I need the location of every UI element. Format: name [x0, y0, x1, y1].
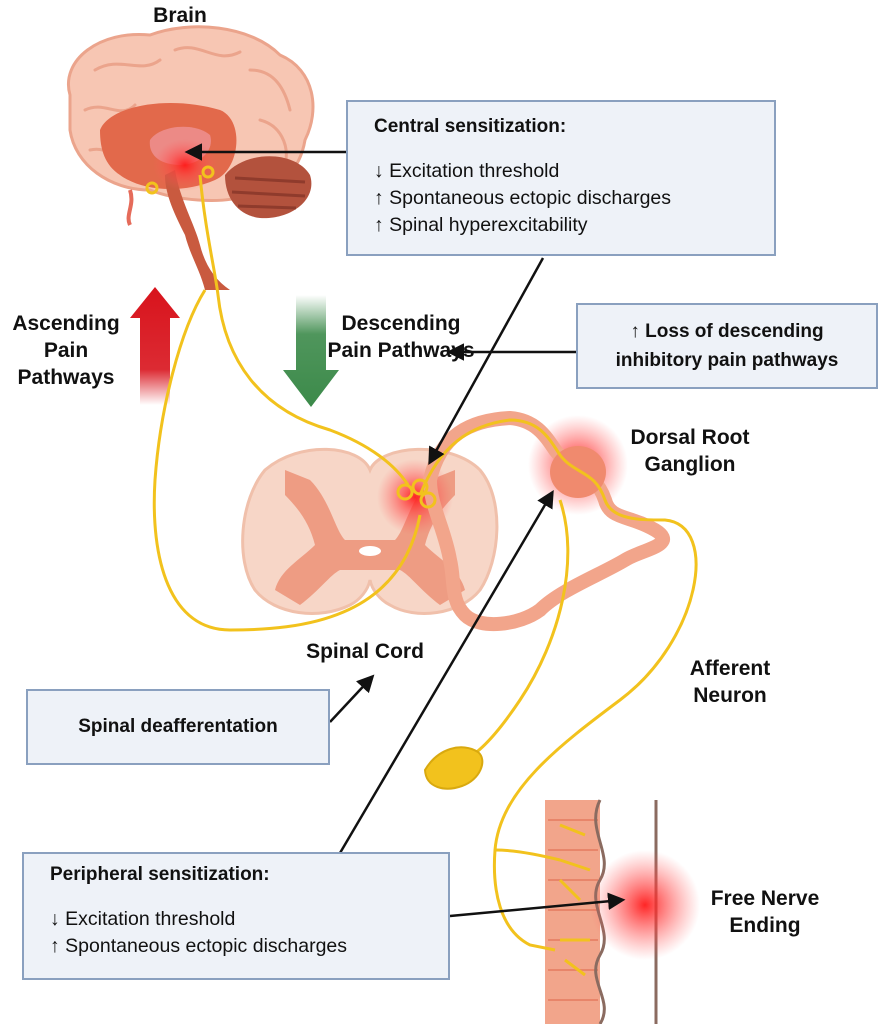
peripheral-line: ↑ Spontaneous ectopic discharges	[50, 935, 348, 957]
peripheral-line: ↓ Excitation threshold	[50, 908, 236, 930]
descending-loss-line: ↑ Loss of descending	[630, 321, 824, 342]
arrow-peripheral-to-drg	[338, 489, 554, 854]
arrow-central-to-spinal	[428, 257, 545, 466]
central-line: ↓ Excitation threshold	[374, 160, 560, 182]
ascending-label: Ascending Pain Pathways	[12, 312, 120, 389]
free-nerve-label: Free Nerve Ending	[710, 887, 820, 937]
ascending-arrow	[130, 287, 180, 405]
central-line: ↑ Spinal hyperexcitability	[374, 214, 588, 236]
central-line: ↑ Spontaneous ectopic discharges	[374, 187, 672, 209]
brain-pain-glow	[153, 139, 217, 191]
brain-label: Brain	[153, 4, 207, 27]
synapse-terminals	[145, 165, 591, 977]
central-sensitization-title: Central sensitization:	[374, 116, 567, 137]
descending-arrow	[283, 295, 339, 407]
descending-loss-line: inhibitory pain pathways	[615, 350, 839, 371]
arrow-peripheral-to-skin	[449, 892, 626, 918]
afferent-label: Afferent Neuron	[689, 657, 771, 707]
descending-label: Descending Pain Pathways	[327, 312, 475, 362]
nerve-ending-bulb	[423, 746, 484, 790]
peripheral-sensitization-box: Peripheral sensitization: ↓ Excitation t…	[22, 852, 450, 980]
connector-arrows	[184, 143, 626, 918]
descending-loss-box: ↑ Loss of descending inhibitory pain pat…	[576, 303, 878, 389]
skin-pain-glow	[590, 850, 700, 960]
spinal-deafferentation-text: Spinal deafferentation	[78, 716, 278, 737]
arrow-deafferentation-to-spinal	[329, 674, 375, 723]
spinal-deafferentation-box: Spinal deafferentation	[26, 689, 330, 765]
peripheral-sensitization-title: Peripheral sensitization:	[50, 864, 270, 885]
spinal-cord-label: Spinal Cord	[306, 640, 424, 663]
central-sensitization-box: Central sensitization: ↓ Excitation thre…	[346, 100, 776, 256]
drg-label: Dorsal Root Ganglion	[630, 426, 750, 476]
